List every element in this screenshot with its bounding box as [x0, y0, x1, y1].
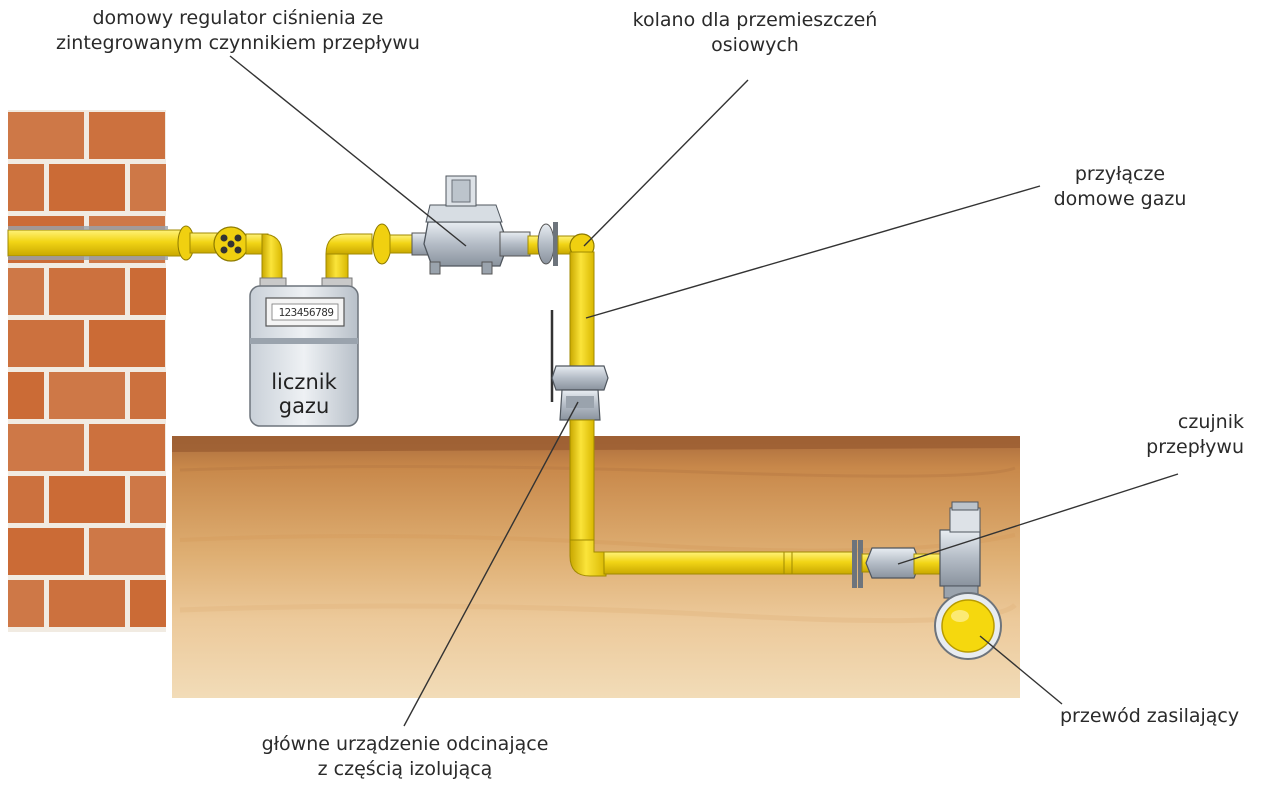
brick — [89, 424, 165, 471]
brick — [130, 268, 166, 315]
brick — [89, 112, 165, 159]
gas-meter — [249, 285, 359, 427]
brick — [8, 424, 84, 471]
brick — [130, 164, 166, 211]
shutoff-valve — [213, 226, 249, 262]
meter-counter-readout: 123456789 — [278, 306, 334, 319]
label-main-shutoff: główne urządzenie odcinające z częścią i… — [240, 732, 570, 782]
house-connection-riser — [550, 251, 595, 402]
label-main-shutoff-line-1: główne urządzenie odcinające — [261, 733, 549, 755]
brick — [130, 372, 166, 419]
brick — [8, 372, 44, 419]
brick — [8, 320, 84, 367]
brick — [89, 528, 165, 575]
brick — [49, 580, 125, 627]
brick — [8, 476, 44, 523]
label-flow-sensor: czujnik przepływu — [1120, 410, 1244, 460]
leader-flow-sensor — [897, 473, 1179, 565]
label-house-connection-line-2: domowe gazu — [1053, 188, 1187, 210]
leader-regulator — [229, 55, 467, 247]
brick — [130, 476, 166, 523]
pipe-to-elbow — [527, 222, 595, 266]
supply-line-pipe — [934, 592, 1002, 660]
meter-label-line-2: gazu — [278, 394, 330, 418]
label-elbow-line-1: kolano dla przemieszczeń — [632, 9, 878, 31]
underground-pipe — [569, 419, 873, 588]
tee-fitting — [939, 501, 981, 599]
label-house-connection-line-1: przyłącze — [1074, 163, 1166, 185]
brick — [8, 164, 44, 211]
leader-supply-line — [979, 635, 1063, 705]
brick — [49, 476, 125, 523]
label-main-shutoff-line-2: z częścią izolującą — [317, 758, 493, 780]
meter-label: licznik gazu — [250, 370, 358, 418]
main-shutoff-device — [551, 365, 609, 421]
brick — [8, 528, 84, 575]
brick-wall — [8, 110, 166, 632]
brick — [8, 112, 84, 159]
brick — [8, 580, 44, 627]
pressure-regulator — [411, 175, 531, 275]
label-pressure-regulator-line-2: zintegrowanym czynnikiem przepływu — [56, 32, 420, 54]
label-house-connection: przyłącze domowe gazu — [1030, 162, 1210, 212]
leader-lines — [229, 55, 1179, 727]
label-supply-line-text: przewód zasilający — [1060, 705, 1240, 727]
brick — [89, 320, 165, 367]
brick — [130, 580, 166, 627]
brick — [49, 268, 125, 315]
label-pressure-regulator-line-1: domowy regulator ciśnienia ze — [92, 7, 384, 29]
label-flow-sensor-line-1: czujnik — [1177, 411, 1244, 433]
label-elbow-line-2: osiowych — [711, 34, 799, 56]
flow-sensor — [865, 547, 941, 579]
brick — [49, 164, 125, 211]
meter-label-line-1: licznik — [271, 370, 337, 394]
label-flow-sensor-line-2: przepływu — [1146, 436, 1244, 458]
brick — [8, 268, 44, 315]
leader-main-shutoff — [403, 401, 579, 727]
supply-pipe-wall — [7, 225, 231, 261]
leader-elbow — [583, 79, 749, 247]
label-elbow: kolano dla przemieszczeń osiowych — [620, 8, 890, 58]
meter-inlet-pipe — [245, 233, 287, 289]
label-supply-line: przewód zasilający — [1060, 704, 1270, 729]
leader-house-connection — [585, 185, 1041, 319]
meter-outlet-pipe — [321, 223, 415, 289]
label-pressure-regulator: domowy regulator ciśnienia ze zintegrowa… — [28, 6, 448, 56]
brick — [49, 372, 125, 419]
